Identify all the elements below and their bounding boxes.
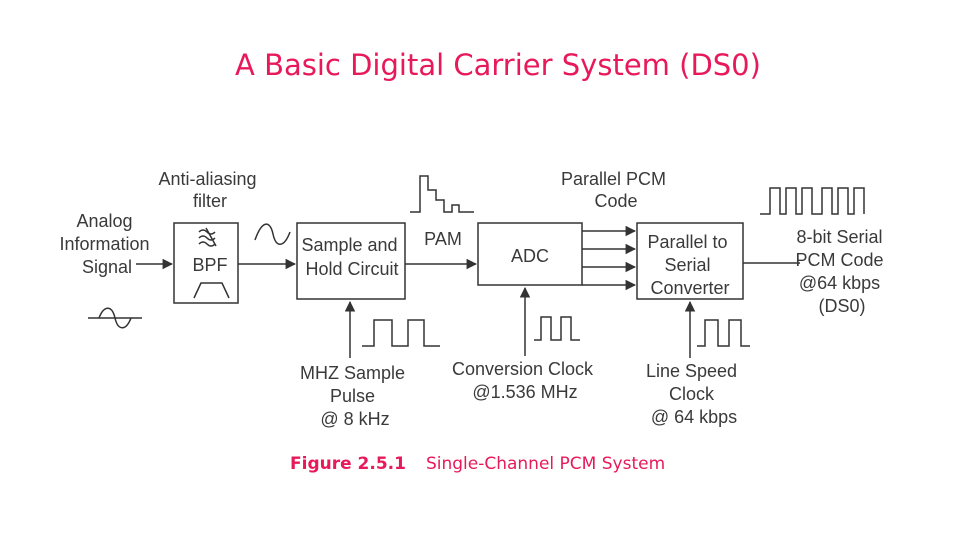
- pam-waveform-icon: [410, 175, 474, 213]
- filtered-sine-icon: [254, 223, 291, 245]
- pam-label: PAM: [424, 229, 462, 249]
- sample-hold-block: [296, 222, 406, 300]
- filter-label: Anti-aliasing filter: [158, 169, 261, 211]
- figure-caption-text: Single-Channel PCM System: [425, 454, 666, 474]
- bpf-slash: [205, 227, 217, 247]
- conversion-clock-waveform-icon: [534, 316, 580, 341]
- line-clock-label: Line Speed Clock @ 64 kbps: [646, 361, 742, 427]
- analog-sine-icon: [98, 307, 132, 329]
- converter-block: [636, 222, 744, 300]
- parallel-pcm-label: Parallel PCM Code: [561, 169, 671, 211]
- serial-output-label: 8-bit Serial PCM Code @64 kbps (DS0): [795, 227, 888, 316]
- converter-label: Parallel to Serial Converter: [647, 232, 732, 298]
- conversion-clock-label: Conversion Clock @1.536 MHz: [452, 359, 598, 402]
- bpf-label: BPF: [192, 255, 227, 275]
- analog-input-label: Analog Information Signal: [59, 211, 154, 277]
- sample-pulse-label: MHZ Sample Pulse @ 8 kHz: [300, 363, 410, 429]
- bpf-wave-3: [198, 241, 216, 247]
- sample-hold-label: Sample and Hold Circuit: [301, 235, 402, 279]
- slide-title: A Basic Digital Carrier System (DS0): [235, 48, 761, 82]
- adc-label: ADC: [511, 246, 549, 266]
- adc-block: [477, 222, 583, 286]
- serial-waveform-icon: [760, 187, 865, 215]
- figure-caption: Figure 2.5.1 Single-Channel PCM System: [290, 454, 665, 474]
- bpf-block: [173, 222, 239, 304]
- line-clock-waveform-icon: [697, 319, 750, 347]
- bpf-response-icon: [193, 282, 230, 299]
- bpf-wave-1: [198, 229, 216, 235]
- figure-number: Figure 2.5.1: [290, 454, 406, 474]
- sample-pulse-waveform-icon: [362, 319, 440, 347]
